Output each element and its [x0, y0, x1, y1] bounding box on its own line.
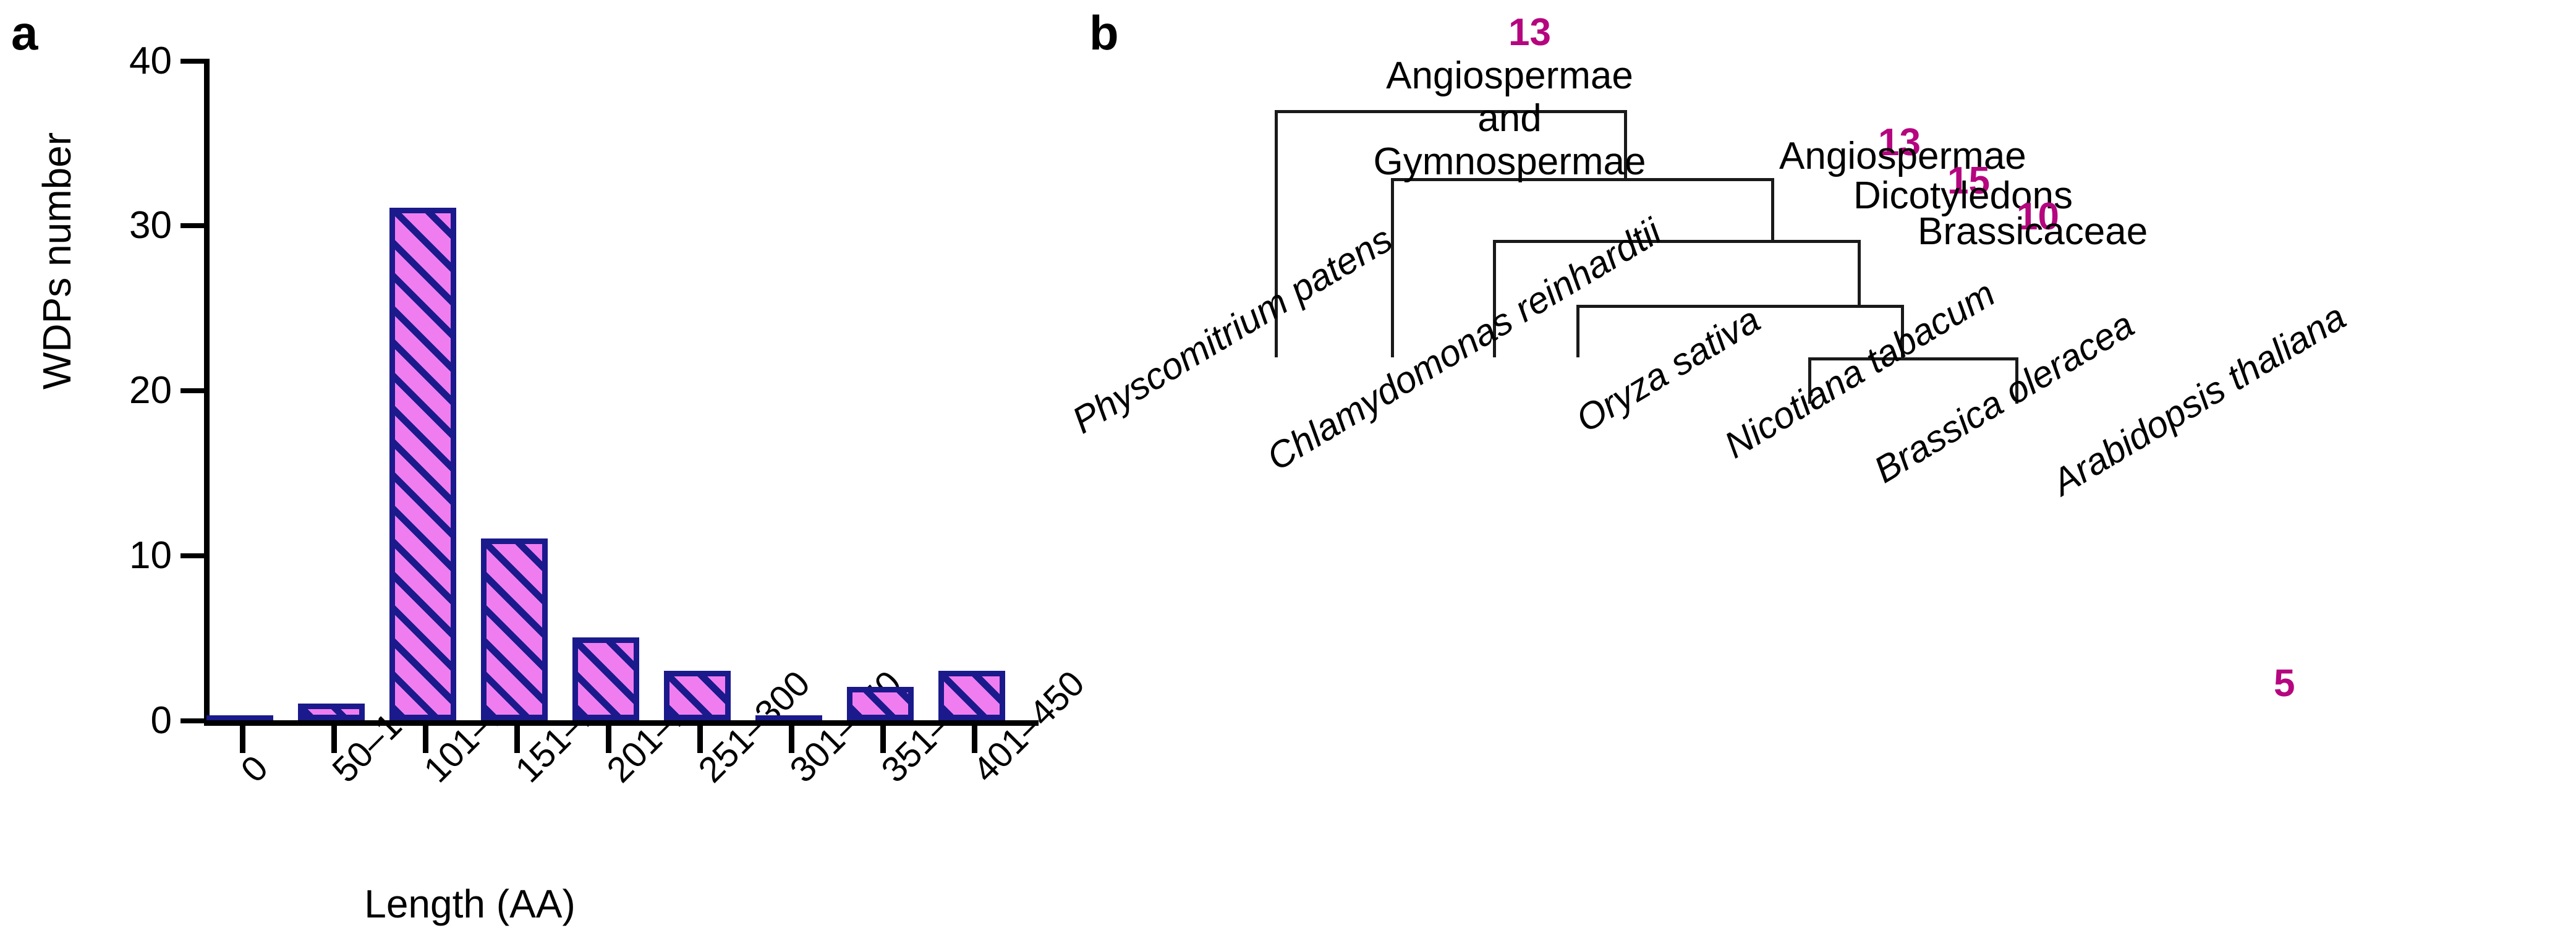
node-count-arabidopsis: 5	[2274, 662, 2295, 705]
bar-chart: 0 10 20 30 40 0 50–100 101–150 151–200 2…	[129, 42, 1092, 791]
bar-50-100	[298, 704, 365, 720]
y-tick-20	[181, 388, 204, 393]
node-count-angiospermae: 13	[1878, 121, 1921, 164]
x-tick-6	[789, 726, 794, 753]
tree-branch-brassicaceae-right	[2015, 357, 2018, 404]
bar-151-200	[481, 538, 548, 720]
bar-351-400	[847, 687, 914, 720]
x-tick-0	[240, 726, 245, 753]
tree-branch-angiospermae-left	[1493, 240, 1496, 357]
node-count-dicotyledons: 15	[1947, 160, 1990, 202]
node-label-root-line-1: Angiospermae	[1386, 54, 1633, 97]
y-tick-40	[181, 59, 204, 64]
bar-251-300	[664, 671, 731, 720]
y-tick-label-40: 40	[129, 40, 172, 82]
plot-area: 0 10 20 30 40 0 50–100 101–150 151–200 2…	[129, 42, 1092, 791]
tree-branch-n2-horizontal	[1391, 178, 1774, 181]
x-axis-label: Length (AA)	[364, 882, 576, 926]
y-axis-label: WDPs number	[35, 132, 79, 389]
tree-branch-brassicaceae-left	[1808, 357, 1811, 404]
y-tick-label-30: 30	[129, 204, 172, 247]
node-label-brassicaceae: Brassicaceae	[1918, 210, 2148, 253]
node-label-root: Angiospermae and Gymnospermae	[1361, 54, 1658, 183]
x-tick-3	[514, 726, 520, 753]
bar-0	[206, 715, 273, 720]
tree-branch-dicotyledons-left	[1576, 305, 1579, 357]
phylogenetic-tree: 13 Angiospermae and Gymnospermae 13 Angi…	[1065, 0, 2576, 949]
node-label-root-line-3: Gymnospermae	[1373, 140, 1646, 183]
x-tick-2	[423, 726, 428, 753]
node-count-root: 13	[1508, 11, 1551, 54]
bar-201-250	[572, 637, 639, 720]
tree-branch-root-left	[1275, 110, 1278, 357]
tree-branch-dicotyledons-right	[1901, 305, 1904, 357]
node-label-angiospermae: Angiospermae	[1779, 135, 2026, 177]
x-tick-8	[972, 726, 977, 753]
leaf-label-oryza-sativa: Oryza sativa	[1568, 298, 1767, 441]
x-tick-4	[606, 726, 611, 753]
y-tick-0	[181, 718, 204, 723]
y-tick-30	[181, 223, 204, 228]
panel-a-letter: a	[11, 6, 38, 60]
tree-branch-root-horizontal	[1275, 110, 1627, 113]
y-tick-label-0: 0	[150, 699, 172, 742]
panel-b-letter: b	[1089, 6, 1119, 60]
node-count-brassicaceae: 10	[2017, 195, 2059, 238]
node-label-root-line-2: and	[1477, 97, 1542, 140]
x-tick-5	[697, 726, 703, 753]
tree-branch-angiospermae-horizontal	[1493, 240, 1861, 243]
y-tick-label-10: 10	[129, 534, 172, 577]
bar-101-150	[389, 208, 456, 720]
tree-branch-n2-left	[1391, 178, 1394, 357]
x-tick-7	[880, 726, 886, 753]
x-tick-1	[331, 726, 337, 753]
bar-401-450	[938, 671, 1005, 720]
tree-branch-dicotyledons-horizontal	[1576, 305, 1904, 308]
bar-301-350	[755, 715, 822, 720]
y-tick-10	[181, 553, 204, 558]
tree-branch-angiospermae-right	[1858, 240, 1861, 305]
panel-b-cladogram: b 13 Angiospermae and Gymnospermae 13 An…	[1065, 0, 2576, 949]
node-label-dicotyledons: Dicotyledons	[1853, 174, 2073, 217]
tree-branch-n2-right	[1771, 178, 1774, 240]
x-tick-label-0: 0	[233, 747, 276, 791]
panel-a-bar-chart: a 0 10 20 30 40 0	[0, 0, 1092, 949]
tree-branch-root-right	[1624, 110, 1627, 178]
y-axis-line	[204, 59, 210, 720]
y-tick-label-20: 20	[129, 369, 172, 412]
x-axis-line	[204, 720, 1039, 726]
tree-branch-brassicaceae-horizontal	[1808, 357, 2018, 360]
